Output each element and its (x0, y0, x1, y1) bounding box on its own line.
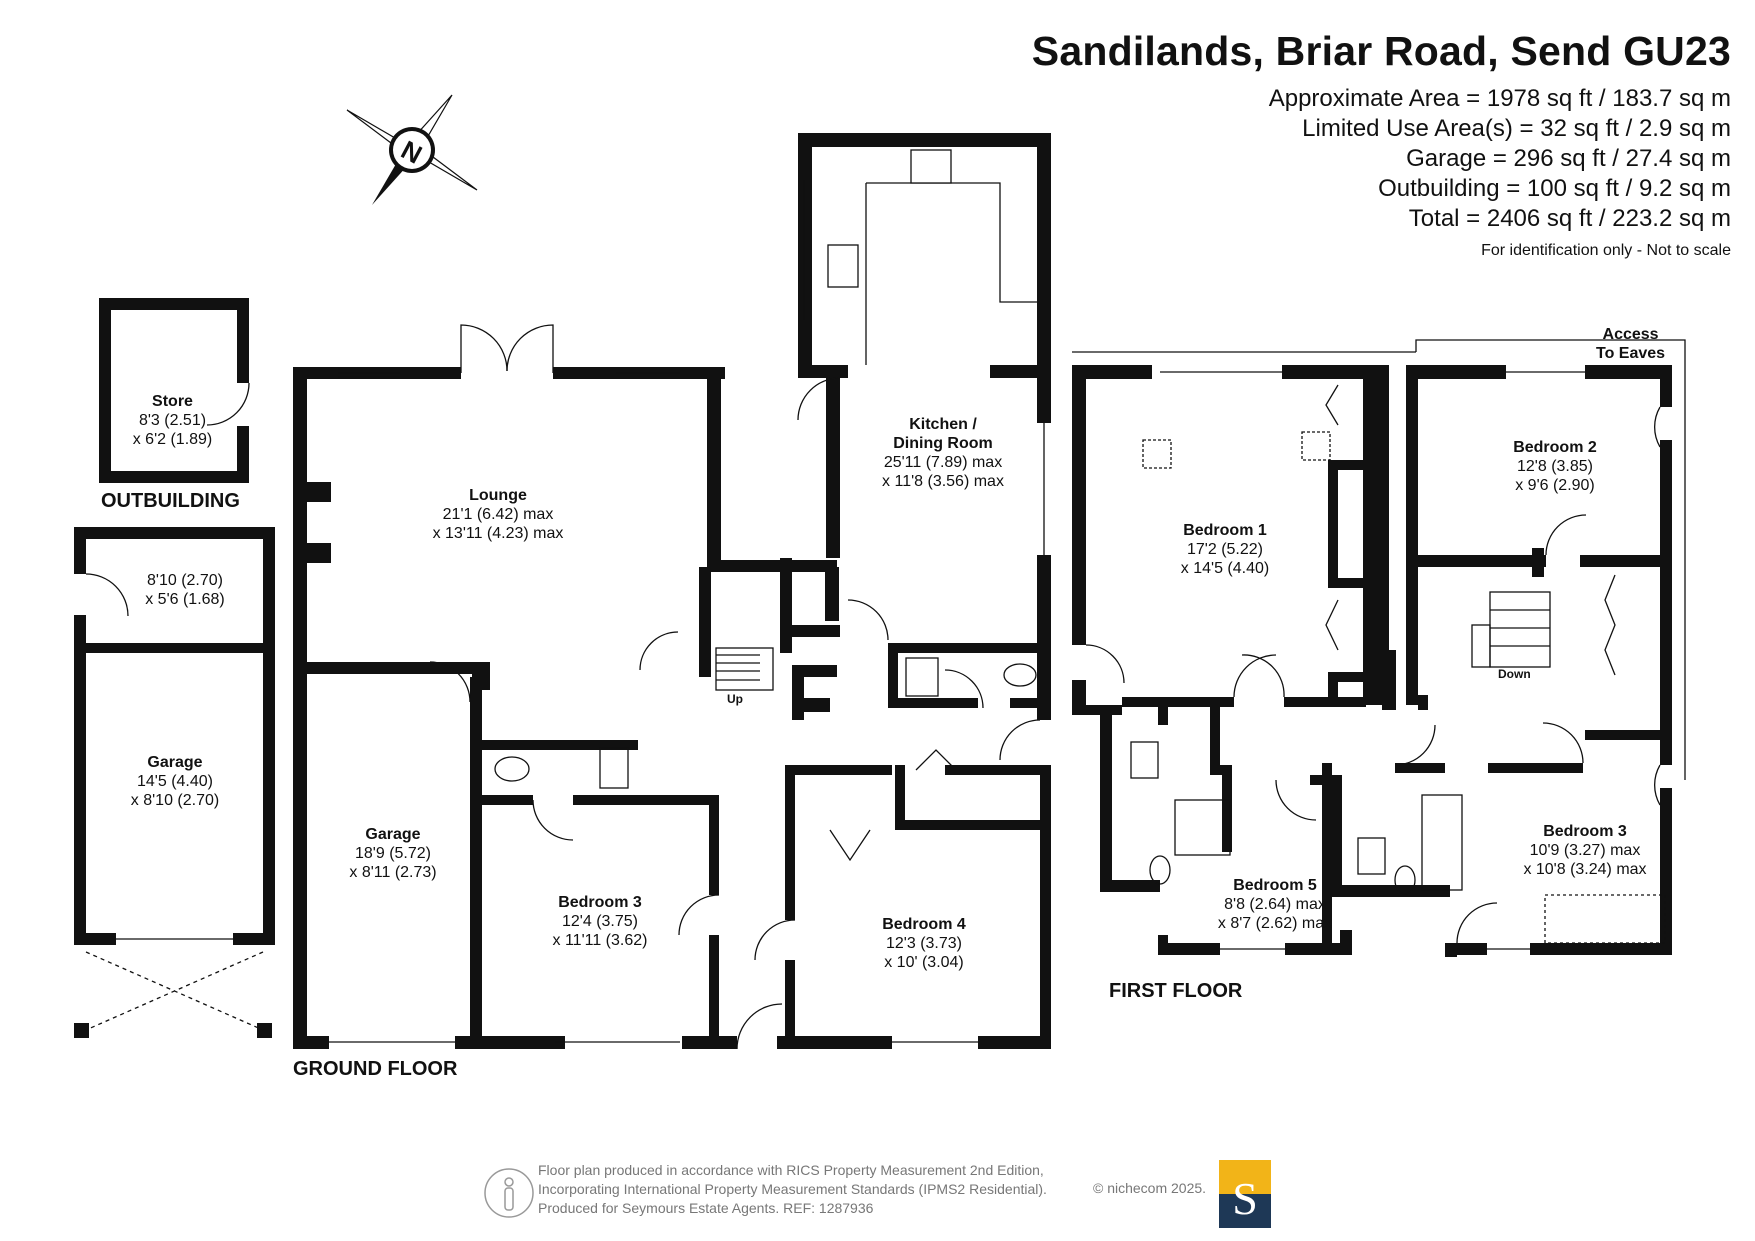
room-outbuilding-store: 8'10 (2.70) x 5'6 (1.68) (110, 571, 260, 609)
room-dimension: 10'9 (3.27) max (1529, 842, 1641, 859)
room-name: Dining Room (893, 435, 993, 452)
footer-note: Floor plan produced in accordance with R… (538, 1161, 1047, 1218)
room-dimension: x 5'6 (1.68) (145, 591, 225, 608)
room-name: Kitchen / (909, 416, 977, 433)
room-dimension: x 10'8 (3.24) max (1523, 861, 1647, 878)
stairs-up-label: Up (727, 692, 743, 706)
approximate-area: Approximate Area = 1978 sq ft / 183.7 sq… (1268, 85, 1731, 112)
room-dimension: x 13'11 (4.23) max (432, 525, 564, 542)
room-name: Bedroom 3 (1543, 823, 1627, 840)
person-icon (484, 1168, 534, 1218)
room-detached-garage: Garage 14'5 (4.40) x 8'10 (2.70) (100, 753, 250, 810)
room-dimension: 12'3 (3.73) (886, 935, 962, 952)
room-dimension: 12'8 (3.85) (1517, 458, 1593, 475)
ground-floor-title: GROUND FLOOR (293, 1058, 458, 1080)
room-name: Bedroom 4 (882, 916, 966, 933)
walls (74, 133, 1672, 1049)
seymours-logo: S (1219, 1160, 1271, 1228)
room-dimension: 14'5 (4.40) (137, 773, 213, 790)
total-area: Total = 2406 sq ft / 223.2 sq m (1408, 205, 1731, 232)
room-dimension: 25'11 (7.89) max (883, 454, 1003, 471)
limited-use-area: Limited Use Area(s) = 32 sq ft / 2.9 sq … (1302, 115, 1731, 142)
room-dimension: x 9'6 (2.90) (1515, 477, 1595, 494)
room-bedroom-5: Bedroom 5 8'8 (2.64) max x 8'7 (2.62) ma… (1195, 876, 1355, 933)
room-dimension: 8'10 (2.70) (147, 572, 223, 589)
room-name: Garage (147, 754, 203, 771)
room-dimension: 18'9 (5.72) (355, 845, 431, 862)
logo-gold-band (1219, 1160, 1271, 1194)
identification-note: For identification only - Not to scale (1481, 242, 1731, 259)
room-bedroom-4: Bedroom 4 12'3 (3.73) x 10' (3.04) (839, 915, 1009, 972)
room-name: Bedroom 1 (1183, 522, 1267, 539)
property-title: Sandilands, Briar Road, Send GU23 (1031, 28, 1731, 74)
room-bedroom-2: Bedroom 2 12'8 (3.85) x 9'6 (2.90) (1480, 438, 1630, 495)
room-dimension: 8'3 (2.51) (138, 412, 207, 429)
access-line: To Eaves (1596, 345, 1666, 362)
stairs-down-label: Down (1498, 667, 1531, 681)
access-to-eaves-label: Access To Eaves (1596, 325, 1665, 363)
room-lounge: Lounge 21'1 (6.42) max x 13'11 (4.23) ma… (398, 486, 598, 543)
room-dimension: 8'8 (2.64) max (1224, 896, 1326, 913)
room-kitchen-dining: Kitchen / Dining Room 25'11 (7.89) max x… (858, 415, 1028, 491)
room-garage: Garage 18'9 (5.72) x 8'11 (2.73) (318, 825, 468, 882)
area-summary: Approximate Area = 1978 sq ft / 183.7 sq… (1269, 84, 1731, 234)
room-dimension: x 8'11 (2.73) (349, 864, 437, 881)
room-dimension: 21'1 (6.42) max (442, 506, 554, 523)
room-dimension: 12'4 (3.75) (562, 913, 638, 930)
footer-line: Produced for Seymours Estate Agents. REF… (538, 1200, 874, 1216)
room-bedroom-1: Bedroom 1 17'2 (5.22) x 14'5 (4.40) (1150, 521, 1300, 578)
footer-line: Floor plan produced in accordance with R… (538, 1162, 1044, 1178)
outbuilding-area: Outbuilding = 100 sq ft / 9.2 sq m (1378, 175, 1731, 202)
room-dimension: 17'2 (5.22) (1187, 541, 1263, 558)
room-name: Store (152, 393, 193, 410)
room-store: Store 8'3 (2.51) x 6'2 (1.89) (110, 392, 235, 449)
room-name: Lounge (469, 487, 527, 504)
room-name: Bedroom 5 (1233, 877, 1317, 894)
outbuilding-title: OUTBUILDING (101, 490, 240, 512)
room-dimension: x 14'5 (4.40) (1180, 560, 1270, 577)
room-name: Bedroom 3 (558, 894, 642, 911)
room-name: Garage (365, 826, 421, 843)
room-name: Bedroom 2 (1513, 439, 1597, 456)
garage-area: Garage = 296 sq ft / 27.4 sq m (1406, 145, 1731, 172)
room-dimension: x 8'10 (2.70) (130, 792, 220, 809)
copyright: © nichecom 2025. (1093, 1180, 1207, 1196)
room-first-bedroom-3: Bedroom 3 10'9 (3.27) max x 10'8 (3.24) … (1490, 822, 1680, 879)
room-ground-bedroom-3: Bedroom 3 12'4 (3.75) x 11'11 (3.62) (515, 893, 685, 950)
logo-letter: S (1232, 1173, 1258, 1224)
first-floor-title: FIRST FLOOR (1109, 980, 1243, 1002)
room-dimension: x 10' (3.04) (884, 954, 964, 971)
north-compass-icon (346, 94, 478, 205)
footer-line: Incorporating International Property Mea… (538, 1181, 1047, 1197)
room-dimension: x 8'7 (2.62) max (1217, 915, 1333, 932)
room-dimension: x 6'2 (1.89) (132, 431, 213, 448)
room-dimension: x 11'11 (3.62) (552, 932, 648, 949)
doors-and-fixtures (85, 149, 1686, 1050)
access-line: Access (1602, 326, 1659, 343)
room-dimension: x 11'8 (3.56) max (882, 473, 1004, 490)
